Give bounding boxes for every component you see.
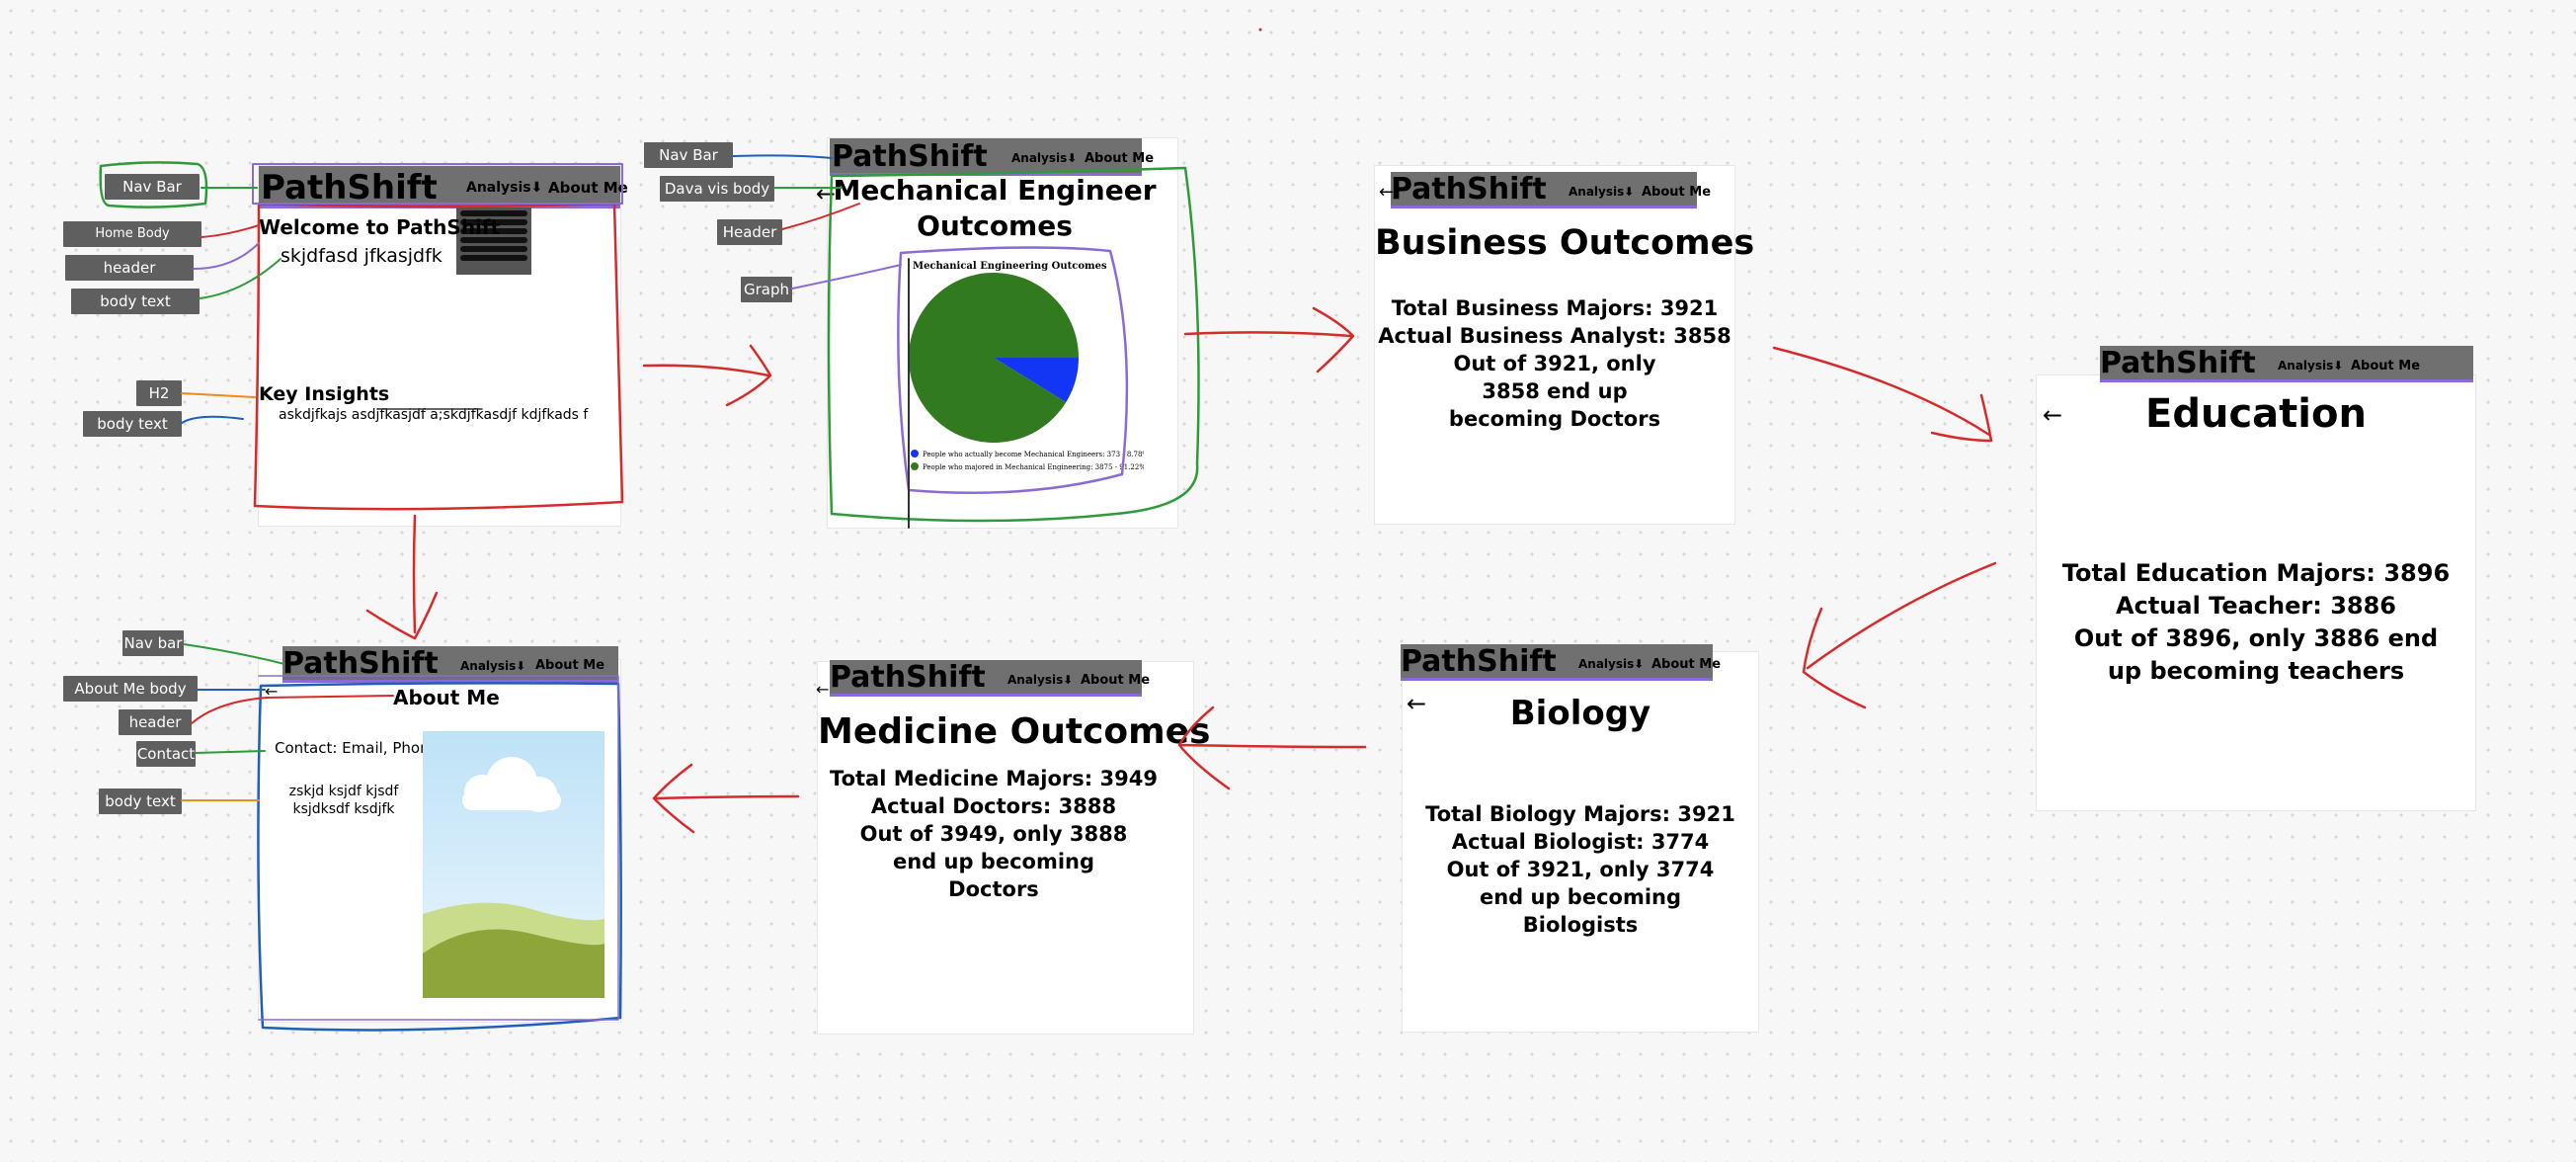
about-back-arrow-icon[interactable]: ← xyxy=(265,682,279,701)
education-frame: PathShift Analysis⬇ About Me ← Education… xyxy=(2037,346,2475,810)
legend-swatch-1 xyxy=(911,462,919,470)
medicine-frame: PathShift Analysis⬇ About Me ← Medicine … xyxy=(816,660,1211,1034)
medicine-logo[interactable]: PathShift xyxy=(830,660,986,695)
tag-about-body: About Me body xyxy=(63,676,198,702)
tag-mech-vis-body: Dava vis body xyxy=(660,176,774,202)
about-photo-placeholder-image xyxy=(423,731,604,998)
flow-arrow-medicine-to-about xyxy=(652,763,800,834)
business-frame: PathShift Analysis⬇ About Me ← Business … xyxy=(1375,166,1755,524)
legend-label-1: People who majored in Mechanical Enginee… xyxy=(923,463,1144,471)
mechanical-frame: PathShift Analysis⬇ About Me ← Mechanica… xyxy=(816,138,1177,528)
medicine-nav-about[interactable]: About Me xyxy=(1081,673,1151,688)
medicine-title: Medicine Outcomes xyxy=(818,711,1211,752)
biology-logo[interactable]: PathShift xyxy=(1401,644,1557,679)
education-nav-analysis[interactable]: Analysis⬇ xyxy=(2278,359,2344,373)
tag-mech-nav-bar: Nav Bar xyxy=(644,142,733,168)
mech-nav-bar: PathShift Analysis⬇ About Me xyxy=(830,138,1154,176)
about-logo[interactable]: PathShift xyxy=(282,646,439,681)
flow-arrow-education-to-biology xyxy=(1802,561,1997,709)
biology-stat-total: Total Biology Majors: 3921 xyxy=(1425,802,1735,826)
tag-home-body-text: body text xyxy=(71,289,200,314)
tag-about-body-text: body text xyxy=(99,788,182,814)
about-nav-about[interactable]: About Me xyxy=(535,658,605,673)
dropdown-item[interactable] xyxy=(460,255,527,261)
education-title: Education xyxy=(2145,391,2367,437)
education-logo[interactable]: PathShift xyxy=(2100,346,2256,380)
home-welcome-heading: Welcome to PathShift xyxy=(259,215,501,239)
home-nav-about[interactable]: About Me xyxy=(548,179,628,197)
biology-nav-about[interactable]: About Me xyxy=(1651,657,1722,672)
education-back-arrow-icon[interactable]: ← xyxy=(2043,401,2063,429)
about-nav-analysis[interactable]: Analysis⬇ xyxy=(460,659,526,673)
biology-nav-bar: PathShift Analysis⬇ About Me xyxy=(1401,644,1721,681)
education-nav-about[interactable]: About Me xyxy=(2351,359,2421,374)
home-nav-bar: PathShift Analysis⬇ About Me xyxy=(259,166,628,208)
business-nav-analysis[interactable]: Analysis⬇ xyxy=(1569,185,1635,199)
education-stat-summary: Out of 3896, only 3886 end up becoming t… xyxy=(2073,624,2439,685)
mech-nav-analysis[interactable]: Analysis⬇ xyxy=(1011,151,1078,165)
tag-home-header: header xyxy=(65,255,194,281)
about-body-text: zskjd ksjdf kjsdf ksjdksdf ksdjfk xyxy=(288,784,399,817)
flow-arrow-mech-to-business xyxy=(1183,306,1355,374)
biology-back-arrow-icon[interactable]: ← xyxy=(1407,690,1427,717)
tag-about-header: header xyxy=(119,709,192,735)
home-nav-analysis[interactable]: Analysis⬇ xyxy=(466,180,543,196)
biology-frame: PathShift Analysis⬇ About Me ← Biology T… xyxy=(1401,644,1758,1032)
mech-title-line1: Mechanical Engineer xyxy=(833,174,1157,207)
mech-logo[interactable]: PathShift xyxy=(832,139,988,174)
medicine-stat-actual: Actual Doctors: 3888 xyxy=(870,794,1117,818)
business-back-arrow-icon[interactable]: ← xyxy=(1379,182,1395,203)
business-title: Business Outcomes xyxy=(1375,223,1755,263)
about-title: About Me xyxy=(393,686,500,709)
pie-slice-1[interactable] xyxy=(909,273,1079,443)
home-key-insights-heading: Key Insights xyxy=(259,383,390,405)
business-logo[interactable]: PathShift xyxy=(1391,172,1547,207)
flow-arrow-business-to-education xyxy=(1772,346,1993,443)
medicine-stat-summary: Out of 3949, only 3888 end up becoming D… xyxy=(859,822,1128,901)
medicine-stat-total: Total Medicine Majors: 3949 xyxy=(830,767,1158,790)
medicine-nav-bar: PathShift Analysis⬇ About Me xyxy=(830,660,1150,697)
pie-title: Mechanical Engineering Outcomes xyxy=(913,261,1107,272)
home-logo[interactable]: PathShift xyxy=(261,168,438,208)
home-insights-text: askdjfkajs asdjfkasjdf a;skdjfkasdjf kdj… xyxy=(279,407,589,423)
tag-home-nav-bar: Nav Bar xyxy=(105,174,200,200)
medicine-nav-analysis[interactable]: Analysis⬇ xyxy=(1007,673,1074,687)
flow-arrow-home-to-about xyxy=(365,514,439,640)
tag-about-contact: Contact xyxy=(136,741,196,767)
mech-nav-about[interactable]: About Me xyxy=(1085,151,1155,166)
about-nav-bar: PathShift Analysis⬇ About Me xyxy=(282,646,618,683)
biology-nav-analysis[interactable]: Analysis⬇ xyxy=(1578,657,1645,671)
about-contact: Contact: Email, Phone xyxy=(275,739,439,757)
legend-label-0: People who actually become Mechanical En… xyxy=(923,451,1144,458)
biology-stat-summary: Out of 3921, only 3774 end up becoming B… xyxy=(1446,858,1715,937)
business-stat-summary: Out of 3921, only 3858 end up becoming D… xyxy=(1448,352,1661,431)
about-frame: PathShift Analysis⬇ About Me ← About Me … xyxy=(259,646,620,1022)
education-stat-actual: Actual Teacher: 3886 xyxy=(2116,592,2396,620)
business-stat-actual: Actual Business Analyst: 3858 xyxy=(1378,324,1731,348)
mech-title-line2: Outcomes xyxy=(917,209,1073,242)
education-stat-total: Total Education Majors: 3896 xyxy=(2061,559,2451,587)
tag-home-h2: H2 xyxy=(136,380,182,406)
tag-home-body: Home Body xyxy=(63,221,201,247)
education-nav-bar: PathShift Analysis⬇ About Me xyxy=(2100,346,2473,382)
home-subtext: skjdfasd jfkasjdfk xyxy=(281,245,443,267)
business-stat-total: Total Business Majors: 3921 xyxy=(1391,296,1719,320)
flow-arrow-home-to-mech xyxy=(642,344,772,407)
biology-title: Biology xyxy=(1509,694,1651,733)
legend-swatch-0 xyxy=(911,450,919,457)
tag-about-nav-bar: Nav bar xyxy=(122,630,184,656)
biology-stat-actual: Actual Biologist: 3774 xyxy=(1451,830,1710,854)
medicine-back-arrow-icon[interactable]: ← xyxy=(816,680,830,699)
tag-home-body-text-2: body text xyxy=(83,411,182,437)
business-nav-about[interactable]: About Me xyxy=(1642,185,1712,200)
dropdown-item[interactable] xyxy=(460,246,527,252)
tag-mech-header: Header xyxy=(717,219,782,245)
business-nav-bar: PathShift Analysis⬇ About Me xyxy=(1391,172,1711,208)
home-frame: PathShift Analysis⬇ About Me Welcome to … xyxy=(259,166,628,526)
tag-mech-graph: Graph xyxy=(741,277,792,302)
